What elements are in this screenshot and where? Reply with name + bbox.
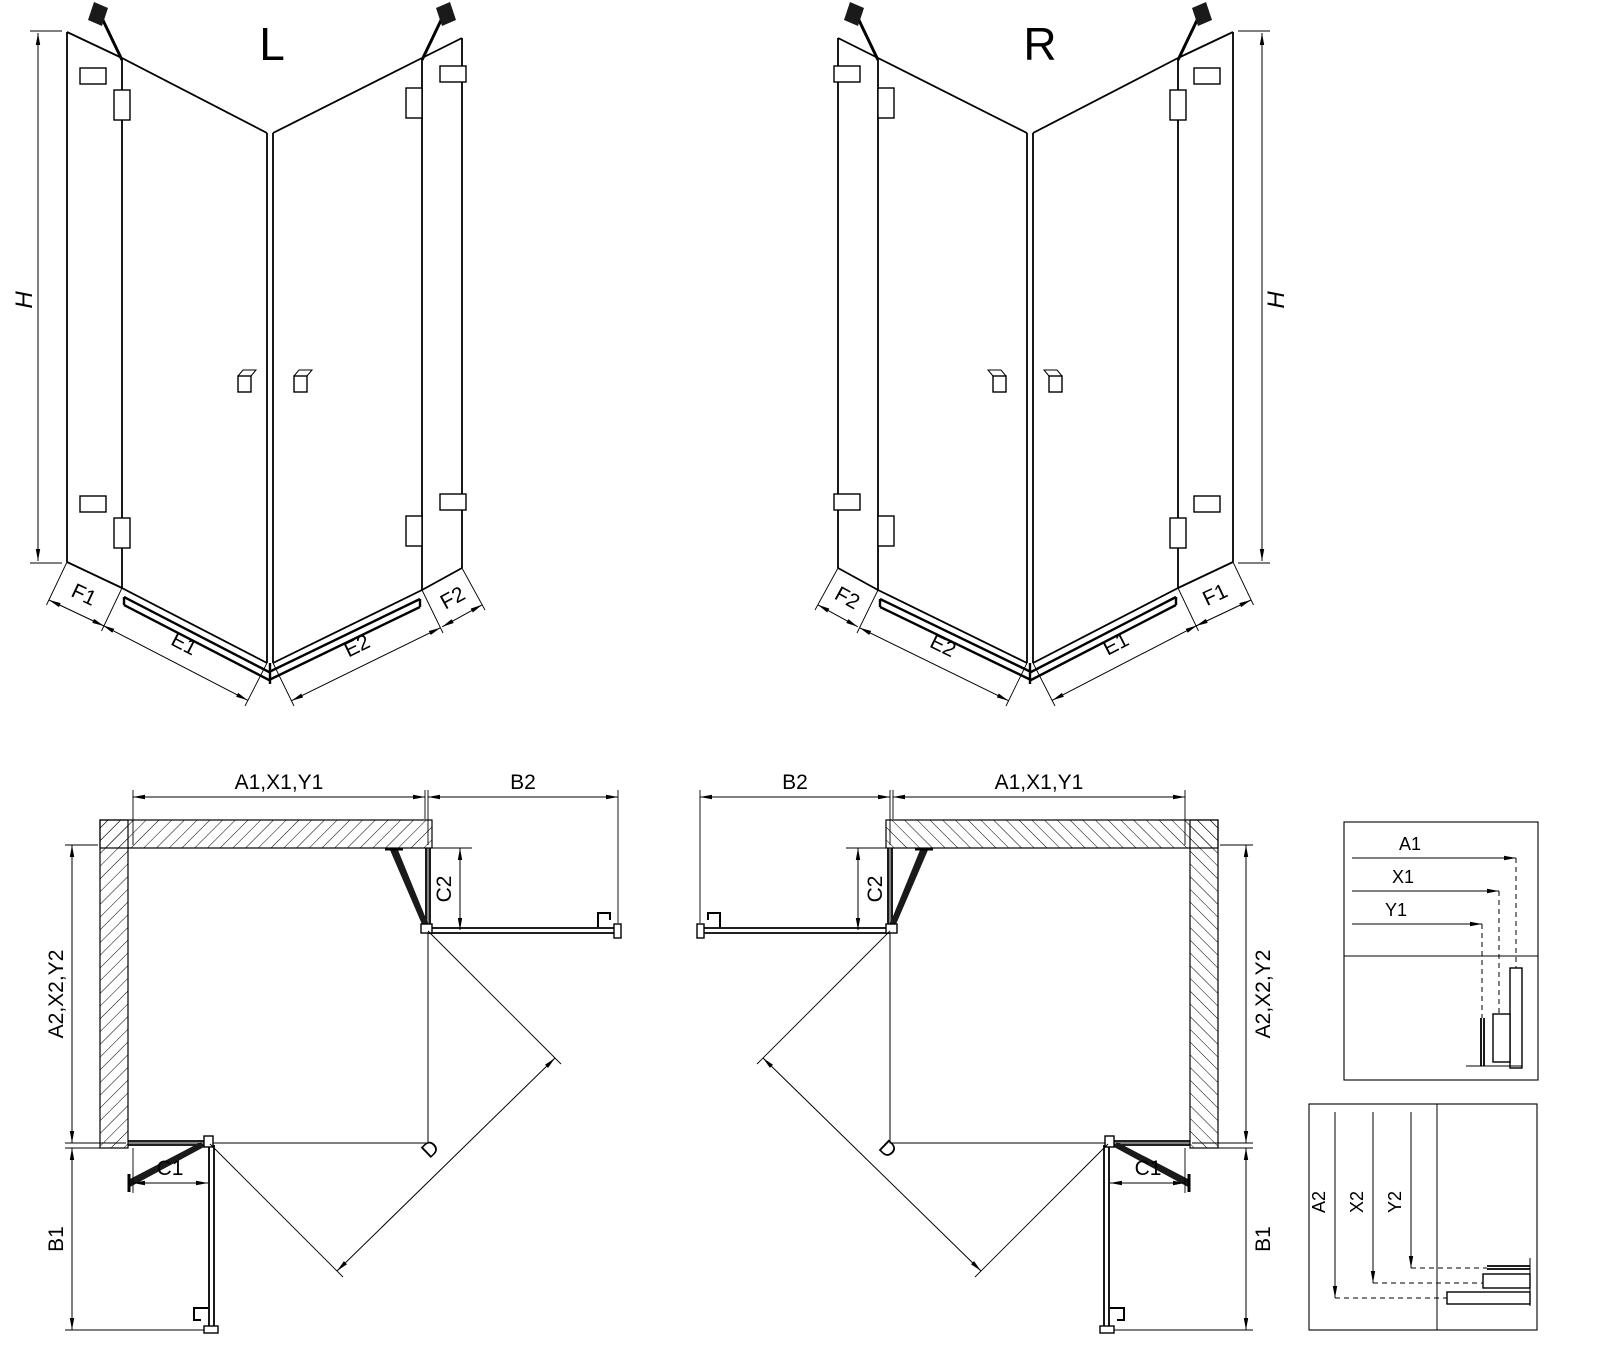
dim-label-a2x2y2: A2,X2,Y2 [45, 950, 68, 1039]
dim-label-a2x2y2: A2,X2,Y2 [1252, 950, 1275, 1039]
door-handle [597, 912, 611, 927]
detail-label-a1: A1 [1399, 834, 1421, 854]
detail-box-width-dims: A1 X1 Y1 [1343, 821, 1539, 1081]
dim-label-d: D [874, 1136, 901, 1163]
dim-label-f1: F1 [1199, 579, 1231, 610]
perspective-view-right: R H F2 E2 E1 F1 [640, 0, 1290, 740]
detail-box-depth-dims: A2 X2 Y2 [1308, 1103, 1538, 1331]
support-bar [98, 13, 446, 61]
door-handles [237, 369, 314, 393]
dim-label-b2: B2 [782, 771, 808, 794]
door-handle [193, 1307, 208, 1321]
wall-profile-section [1466, 967, 1523, 1069]
dim-label-c2: C2 [864, 876, 887, 903]
dim-label-c2: C2 [433, 876, 456, 903]
support-bar [390, 850, 429, 929]
dim-label-a1x1y1: A1,X1,Y1 [235, 771, 324, 794]
dim-label-f2: F2 [437, 582, 470, 614]
dim-label-height: H [11, 291, 38, 309]
door-end-cap [613, 923, 622, 939]
detail-label-y1: Y1 [1385, 900, 1407, 920]
hinge-brackets [79, 65, 467, 549]
dimension-lines [65, 790, 619, 1331]
glass-panels [128, 848, 618, 1330]
enclosure-3d-geometry-mirrored [815, 2, 1270, 706]
plan-view-right: B2 A1,X1,Y1 C2 A2,X2,Y2 C1 B1 D [680, 771, 1275, 1371]
plan-view-left: A1,X1,Y1 B2 C2 A2,X2,Y2 C1 B1 D [45, 771, 622, 1334]
enclosure-plan-geometry-mirrored [697, 790, 1253, 1333]
wall-mount-bracket-icon [436, 2, 456, 26]
dim-label-b1: B1 [1252, 1226, 1275, 1252]
enclosure-plan-geometry [65, 790, 622, 1334]
tray-outline [127, 847, 429, 1144]
dim-label-f1: F1 [68, 579, 100, 610]
detail-label-y2: Y2 [1385, 1191, 1405, 1213]
dim-label-b1: B1 [45, 1226, 68, 1252]
wall-mount-bracket-icon [88, 2, 108, 26]
dim-label-f2: F2 [831, 582, 864, 614]
shower-tray-edge [122, 595, 422, 684]
dim-label-c1: C1 [1135, 1157, 1162, 1180]
dim-label-d: D [417, 1136, 444, 1163]
wall-side [99, 819, 129, 1149]
dim-label-c1: C1 [157, 1157, 184, 1180]
dimension-lines [30, 30, 486, 707]
variant-label-right: R [1023, 18, 1056, 70]
door-pivot [420, 923, 433, 934]
dim-label-a1x1y1: A1,X1,Y1 [995, 771, 1084, 794]
support-bar [130, 1142, 204, 1187]
enclosure-3d-geometry [30, 2, 486, 707]
variant-label-left: L [259, 18, 285, 70]
detail-label-x1: X1 [1392, 867, 1414, 887]
dim-label-height: H [1263, 291, 1290, 309]
door-end-cap [203, 1325, 219, 1334]
wall-profile-section [1446, 1258, 1531, 1306]
dim-label-b2: B2 [510, 771, 536, 794]
perspective-view-left: L H F1 E1 E2 F2 [11, 2, 486, 707]
detail-label-x2: X2 [1347, 1191, 1367, 1213]
wall-top [99, 819, 433, 849]
detail-label-a2: A2 [1309, 1191, 1329, 1213]
door-pivot [203, 1135, 214, 1148]
